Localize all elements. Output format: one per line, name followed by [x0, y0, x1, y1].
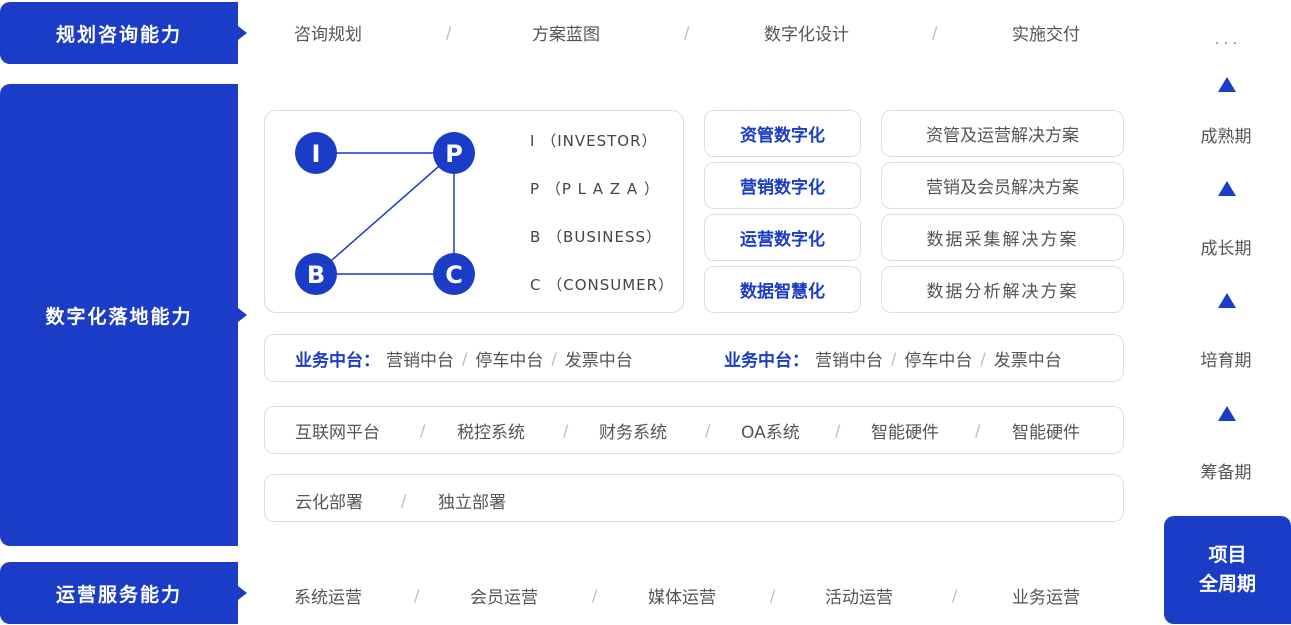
digitization-data: 数据智慧化 [704, 266, 861, 313]
separator: / [975, 420, 981, 440]
digitization-asset: 资管数字化 [704, 110, 861, 157]
badge-line-1: 项目 [1208, 544, 1247, 566]
digital-arrow-icon [238, 308, 247, 322]
middle-platform-item: 停车中台 [475, 350, 544, 371]
separator: / [401, 490, 407, 510]
deployment-panel [264, 474, 1124, 522]
ipbc-label-business: B （BUSINESS） [530, 228, 663, 246]
middle-platform-left: 业务中台： 营销中台 / 停车中台 / 发票中台 [295, 346, 633, 371]
middle-platform-label: 业务中台： [724, 350, 809, 371]
middle-platform-item: 营销中台 [386, 350, 454, 371]
phase-preparation: 筹备期 [1200, 463, 1252, 483]
systems-panel [264, 406, 1124, 454]
solution-marketing: 营销及会员解决方案 [881, 162, 1124, 209]
separator: / [705, 420, 711, 440]
system-item: 互联网平台 [295, 422, 380, 443]
separator: / [551, 348, 557, 368]
separator: / [563, 420, 569, 440]
separator: / [980, 348, 986, 368]
separator: / [420, 420, 426, 440]
separator: / [592, 585, 598, 605]
separator: / [932, 22, 938, 42]
middle-platform-item: 发票中台 [564, 350, 633, 371]
separator: / [462, 348, 468, 368]
node-p [433, 132, 475, 174]
operations-item: 业务运营 [1012, 587, 1080, 608]
node-b [295, 253, 337, 295]
node-c [433, 253, 475, 295]
ipbc-label-plaza: P （P L A Z A ） [530, 180, 660, 198]
middle-platform-label: 业务中台： [295, 350, 380, 371]
planning-item: 数字化设计 [764, 24, 849, 45]
node-i-label: I [312, 140, 321, 168]
system-item: 智能硬件 [871, 422, 939, 443]
deployment-item: 独立部署 [438, 492, 506, 513]
edge-p-b [315, 152, 455, 275]
systems-row: 互联网平台 / 税控系统 / 财务系统 / OA系统 / 智能硬件 / 智能硬件 [295, 418, 1105, 443]
planning-capability-label: 规划咨询能力 [0, 2, 238, 64]
separator: / [952, 585, 958, 605]
ipbc-network-diagram: I P B C [295, 132, 475, 295]
ipbc-label-investor: I （INVESTOR） [530, 132, 658, 150]
operations-arrow-icon [238, 586, 247, 600]
deployment-row: 云化部署 / 独立部署 [295, 488, 595, 513]
planning-item: 实施交付 [1012, 24, 1080, 45]
badge-line-2: 全周期 [1198, 573, 1256, 595]
solution-data-analysis: 数据分析解决方案 [881, 266, 1124, 313]
operations-item: 会员运营 [470, 587, 538, 608]
planning-items: 咨询规划 / 方案蓝图 / 数字化设计 / 实施交付 [294, 20, 1094, 45]
phase-cultivation: 培育期 [1200, 351, 1252, 371]
node-p-label: P [445, 140, 463, 168]
node-i [295, 132, 337, 174]
separator: / [446, 22, 452, 42]
up-arrow-icon [1218, 406, 1236, 421]
lifecycle-ellipsis: · · · [1214, 36, 1238, 52]
system-item: 财务系统 [599, 422, 667, 443]
operations-capability-label: 运营服务能力 [0, 562, 238, 624]
middle-platform-item: 停车中台 [904, 350, 973, 371]
system-item: OA系统 [741, 422, 800, 443]
solution-asset: 资管及运营解决方案 [881, 110, 1124, 157]
up-arrow-icon [1218, 181, 1236, 196]
operations-item: 系统运营 [294, 587, 362, 608]
separator: / [835, 420, 841, 440]
node-b-label: B [307, 261, 325, 289]
up-arrow-icon [1218, 293, 1236, 308]
digitization-operations: 运营数字化 [704, 214, 861, 261]
planning-item: 方案蓝图 [532, 24, 600, 45]
operations-item: 活动运营 [825, 587, 893, 608]
separator: / [684, 22, 690, 42]
solution-data-collection: 数据采集解决方案 [881, 214, 1124, 261]
separator: / [770, 585, 776, 605]
middle-platform-panel [264, 334, 1124, 382]
separator: / [891, 348, 897, 368]
separator: / [414, 585, 420, 605]
node-c-label: C [445, 261, 463, 289]
deployment-item: 云化部署 [295, 492, 363, 513]
project-lifecycle-badge: 项目 全周期 [1164, 516, 1291, 624]
system-item: 智能硬件 [1012, 422, 1080, 443]
up-arrow-icon [1218, 77, 1236, 92]
operations-item: 媒体运营 [648, 587, 716, 608]
ipbc-label-consumer: C （CONSUMER） [530, 276, 675, 294]
phase-growth: 成长期 [1200, 239, 1252, 259]
operations-items: 系统运营 / 会员运营 / 媒体运营 / 活动运营 / 业务运营 [294, 583, 1094, 608]
digital-capability-label: 数字化落地能力 [0, 84, 238, 546]
middle-platform-item: 营销中台 [815, 350, 883, 371]
digitization-marketing: 营销数字化 [704, 162, 861, 209]
phase-mature: 成熟期 [1200, 127, 1252, 147]
middle-platform-right: 业务中台： 营销中台 / 停车中台 / 发票中台 [724, 346, 1062, 371]
planning-arrow-icon [238, 26, 247, 40]
planning-item: 咨询规划 [294, 24, 362, 45]
middle-platform-item: 发票中台 [993, 350, 1062, 371]
system-item: 税控系统 [457, 422, 525, 443]
